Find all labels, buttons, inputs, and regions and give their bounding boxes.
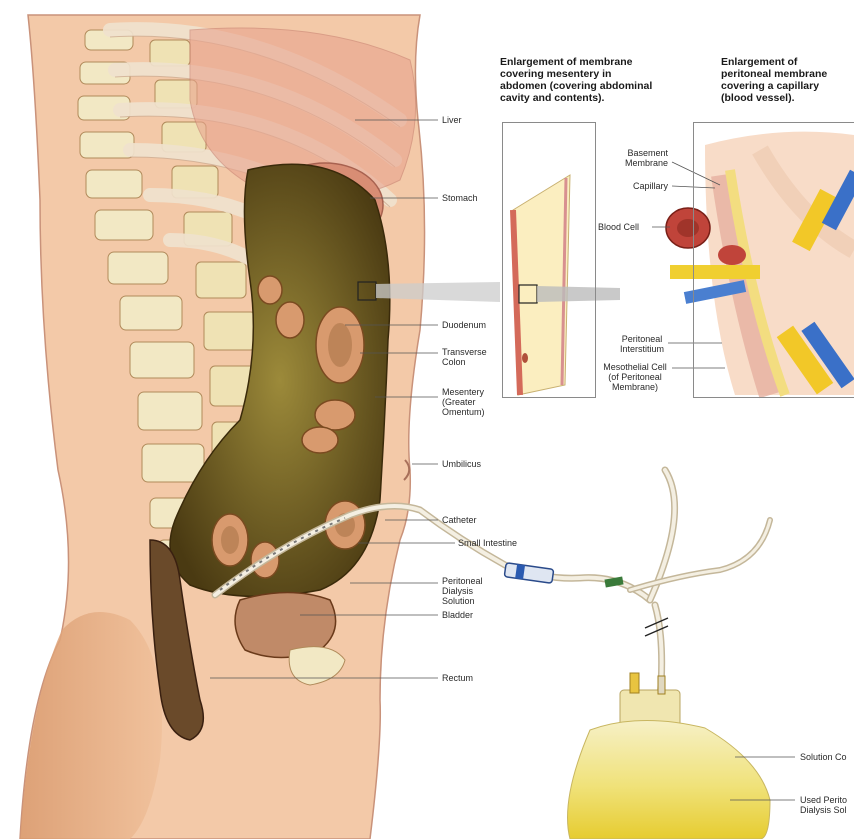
label-dialysis-solution: Peritoneal Dialysis Solution — [442, 576, 483, 606]
label-solution-container: Solution Co — [800, 752, 847, 762]
capillary-inset-frame — [693, 122, 854, 398]
label-peritoneal-interstitium: Peritoneal Interstitium — [612, 334, 672, 354]
capillary-inset-heading: Enlargement of peritoneal membrane cover… — [721, 56, 827, 104]
label-used-solution: Used Perito Dialysis Sol — [800, 795, 847, 815]
catheter-connector — [504, 563, 553, 584]
label-mesothelial-cell: Mesothelial Cell (of Peritoneal Membrane… — [595, 362, 675, 392]
label-duodenum: Duodenum — [442, 320, 486, 330]
label-rectum: Rectum — [442, 673, 473, 683]
solution-bag — [568, 673, 771, 839]
label-capillary: Capillary — [610, 181, 668, 191]
label-basement-membrane: Basement Membrane — [610, 148, 668, 168]
label-stomach: Stomach — [442, 193, 478, 203]
label-bladder: Bladder — [442, 610, 473, 620]
label-catheter: Catheter — [442, 515, 477, 525]
label-mesentery: Mesentery (Greater Omentum) — [442, 387, 485, 417]
mesentery-inset-frame — [502, 122, 596, 398]
label-liver: Liver — [442, 115, 462, 125]
label-small-intestine: Small Intestine — [458, 538, 517, 548]
buttock-shading — [20, 612, 162, 839]
label-umbilicus: Umbilicus — [442, 459, 481, 469]
label-blood-cell: Blood Cell — [598, 222, 639, 232]
label-transverse-colon: Transverse Colon — [442, 347, 487, 367]
mesentery-inset-heading: Enlargement of membrane covering mesente… — [500, 56, 652, 104]
